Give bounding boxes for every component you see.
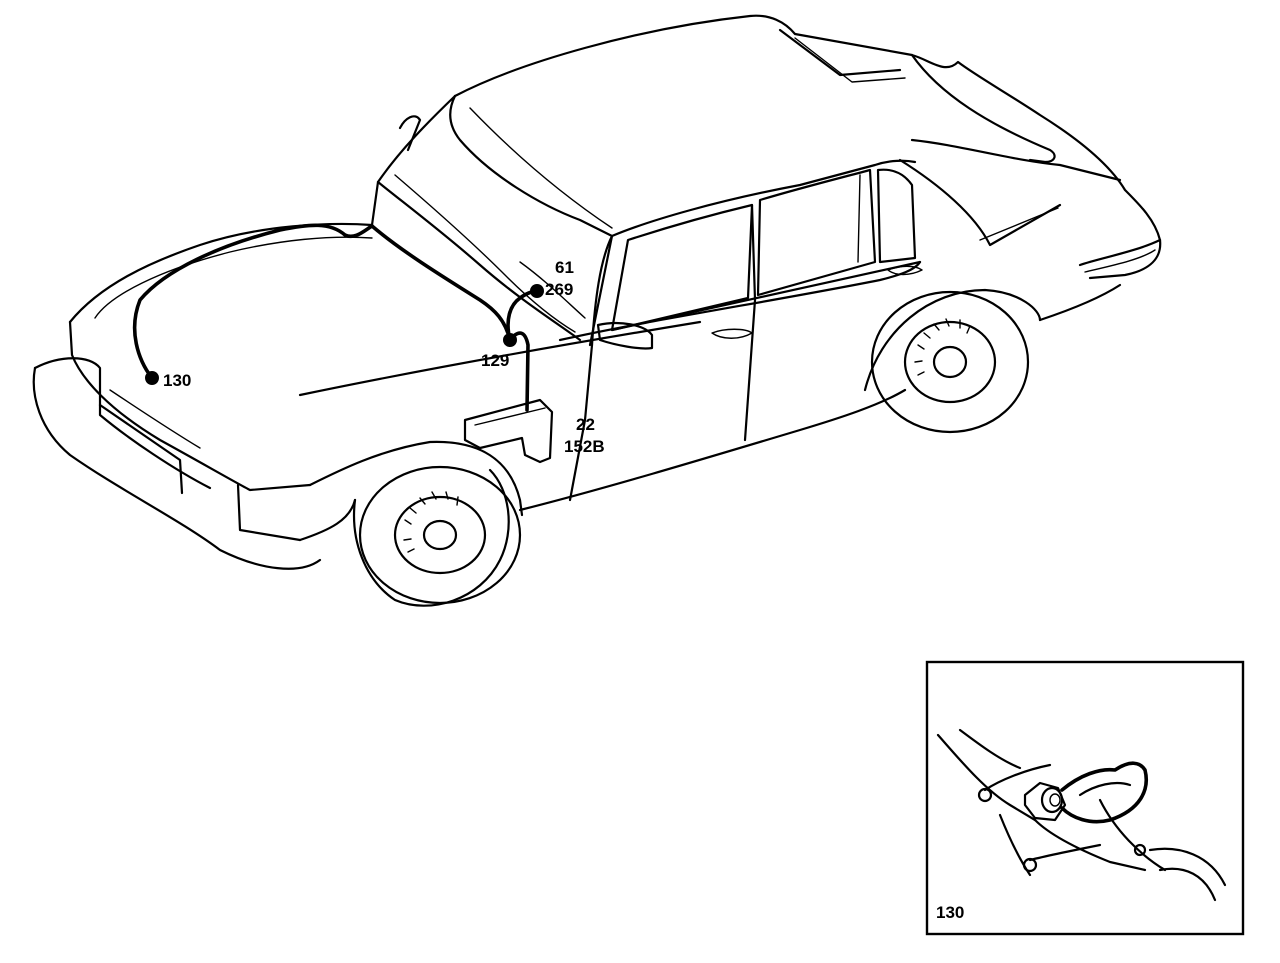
- rear-wheel: [870, 290, 1030, 434]
- connector-dot-129: [503, 333, 517, 347]
- connector-dot-269: [530, 284, 544, 298]
- inset-detail-130: 130: [925, 660, 1245, 936]
- callout-130: 130: [163, 371, 191, 390]
- front-wheel: [358, 465, 522, 605]
- callout-61: 61: [555, 258, 574, 277]
- connector-dot-130: [145, 371, 159, 385]
- callout-152b: 152B: [564, 437, 605, 456]
- car-illustration: [32, 14, 1162, 607]
- wiring-harness: [132, 223, 539, 412]
- callout-129: 129: [481, 351, 509, 370]
- callout-269: 269: [545, 280, 573, 299]
- inset-frame: [925, 660, 1245, 936]
- callout-22: 22: [576, 415, 595, 434]
- inset-label: 130: [936, 903, 964, 922]
